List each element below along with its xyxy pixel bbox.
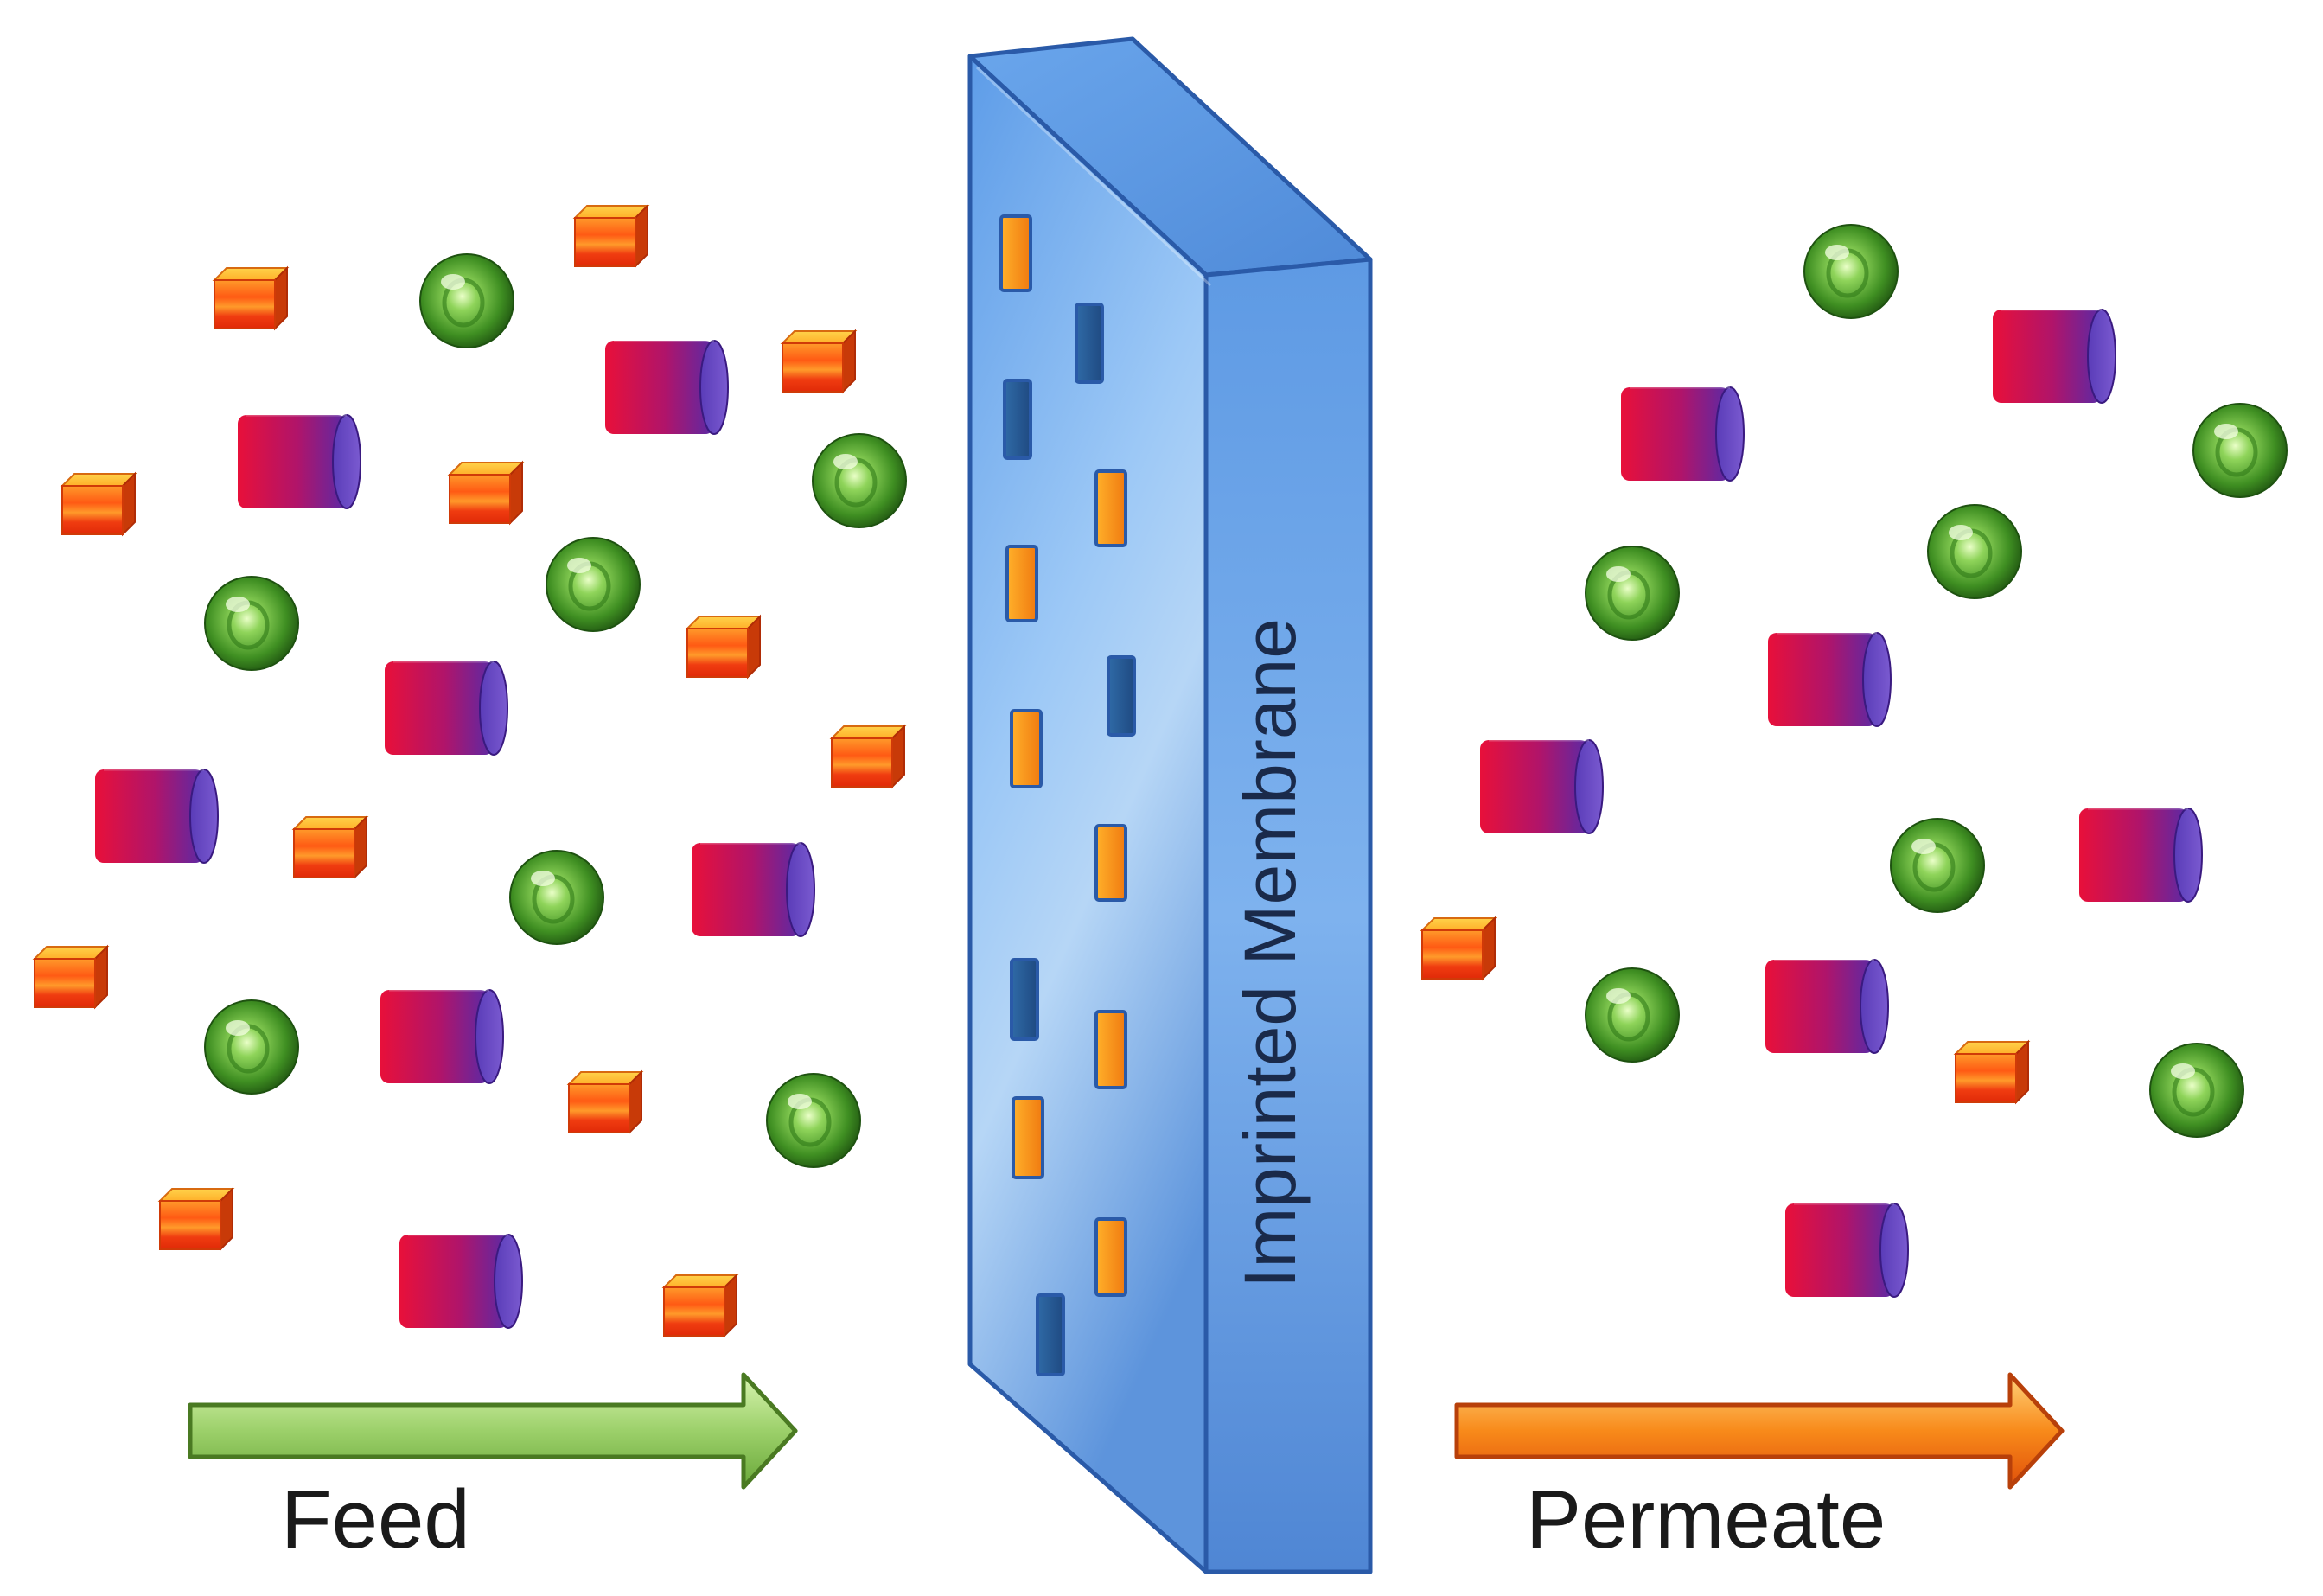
imprinted-membrane: Imprinted Membrane xyxy=(967,36,1373,1574)
feed-arrow xyxy=(188,1372,798,1490)
imprinted-site xyxy=(1005,545,1038,622)
empty-cavity xyxy=(1003,379,1032,460)
template-cube xyxy=(1955,1041,2029,1103)
red-cylinder xyxy=(603,339,730,436)
empty-cavity xyxy=(1010,958,1039,1041)
green-sphere xyxy=(2150,1044,2243,1137)
red-cylinder xyxy=(1784,1202,1910,1299)
template-cube xyxy=(568,1071,642,1133)
green-sphere xyxy=(1804,225,1898,318)
imprinted-site xyxy=(1010,709,1043,788)
green-sphere xyxy=(510,851,603,944)
imprinted-site xyxy=(1094,1217,1127,1297)
green-sphere xyxy=(767,1074,860,1167)
template-cube xyxy=(34,946,108,1008)
green-sphere xyxy=(1586,546,1679,640)
imprinted-site xyxy=(999,214,1032,292)
template-cube xyxy=(159,1188,233,1250)
red-cylinder xyxy=(2077,807,2204,903)
red-cylinder xyxy=(1764,958,1890,1055)
red-cylinder xyxy=(690,841,816,938)
template-cube xyxy=(663,1274,737,1337)
red-cylinder xyxy=(383,660,509,757)
template-cube xyxy=(293,816,367,878)
red-cylinder xyxy=(379,988,505,1085)
template-cube xyxy=(214,267,288,329)
red-cylinder xyxy=(93,768,220,865)
red-cylinder xyxy=(1478,738,1605,835)
template-cube xyxy=(61,473,136,535)
imprinted-site xyxy=(1094,1010,1127,1089)
membrane-label: Imprinted Membrane xyxy=(1229,618,1311,1288)
red-cylinder xyxy=(398,1233,524,1330)
green-sphere xyxy=(1928,505,2021,598)
green-sphere xyxy=(205,1000,298,1094)
empty-cavity xyxy=(1036,1293,1065,1376)
feed-label: Feed xyxy=(281,1473,470,1566)
green-sphere xyxy=(813,434,906,527)
red-cylinder xyxy=(1766,631,1892,728)
red-cylinder xyxy=(1619,386,1745,482)
template-cube xyxy=(686,616,761,678)
red-cylinder xyxy=(1991,308,2117,405)
green-sphere xyxy=(2193,404,2287,497)
permeate-label: Permeate xyxy=(1526,1473,1886,1566)
template-cube xyxy=(1421,917,1496,980)
membrane-pores xyxy=(999,214,1136,1376)
empty-cavity xyxy=(1107,655,1136,737)
green-sphere xyxy=(546,538,640,631)
template-cube xyxy=(831,725,905,788)
template-cube xyxy=(449,462,523,524)
green-sphere xyxy=(1891,819,1984,912)
imprinted-site xyxy=(1012,1096,1044,1179)
imprinted-site xyxy=(1094,469,1127,547)
green-sphere xyxy=(420,254,514,348)
empty-cavity xyxy=(1075,303,1104,384)
imprinted-site xyxy=(1094,824,1127,902)
permeate-molecules xyxy=(1421,225,2287,1299)
template-cube xyxy=(782,330,856,393)
red-cylinder xyxy=(236,413,362,510)
feed-molecules xyxy=(34,205,906,1337)
green-sphere xyxy=(1586,968,1679,1062)
template-cube xyxy=(574,205,648,267)
permeate-arrow xyxy=(1454,1372,2065,1490)
green-sphere xyxy=(205,577,298,670)
